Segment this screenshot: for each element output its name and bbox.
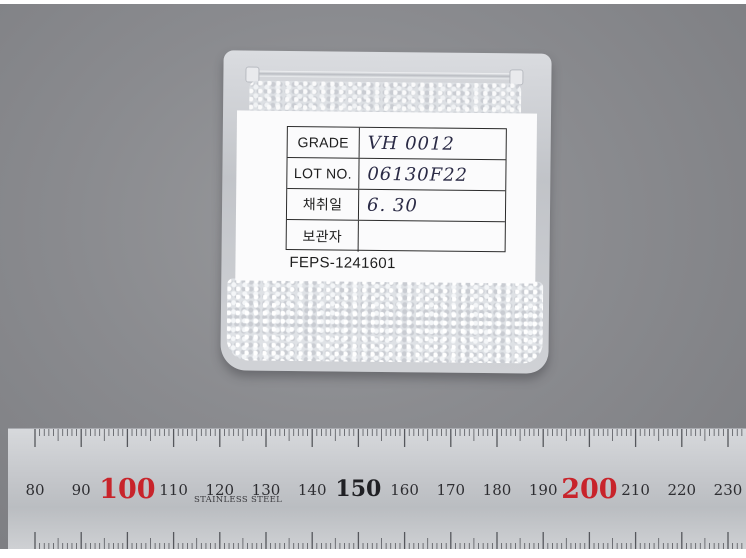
ruler-number: 90 xyxy=(72,481,91,499)
label-value: 6. 30 xyxy=(366,194,418,216)
label-value xyxy=(359,221,505,254)
label-value: 06130F22 xyxy=(367,163,469,186)
bottom-frame xyxy=(0,549,746,558)
label-value: VH 0012 xyxy=(367,132,456,155)
pellets-bottom xyxy=(226,278,544,364)
label-key: 채취일 xyxy=(286,188,360,220)
ruler-number: 140 xyxy=(298,481,327,499)
ruler-number: 110 xyxy=(159,481,188,499)
ruler-number: 220 xyxy=(667,481,696,499)
ruler-number: 150 xyxy=(335,476,381,502)
ruler-number: 210 xyxy=(621,481,650,499)
ziplock-bag: GRADE VH 0012 LOT NO. 06130F22 채취일 6. 30… xyxy=(220,50,552,374)
ruler-number: 170 xyxy=(436,481,465,499)
ruler-number: 80 xyxy=(25,481,44,499)
label-row-date: 채취일 6. 30 xyxy=(286,188,506,223)
label-row-keeper: 보관자 xyxy=(286,219,505,254)
label-row-lot: LOT NO. 06130F22 xyxy=(287,157,506,192)
label-key: 보관자 xyxy=(286,219,359,252)
sample-code: FEPS-1241601 xyxy=(289,253,396,273)
ruler-number: 160 xyxy=(390,481,419,499)
label-table: GRADE VH 0012 LOT NO. 06130F22 채취일 6. 30… xyxy=(285,125,507,254)
ruler-number: 230 xyxy=(714,481,743,499)
ruler-number: 190 xyxy=(529,481,558,499)
zip-seal xyxy=(245,66,524,86)
top-frame xyxy=(0,0,746,4)
ruler-brand: STAINLESS STEEL xyxy=(194,495,283,505)
ruler-number: 200 xyxy=(561,474,617,505)
label-key: GRADE xyxy=(287,126,360,158)
label-key: LOT NO. xyxy=(287,157,360,189)
ruler-number: 130 xyxy=(252,481,281,499)
label-row-grade: GRADE VH 0012 xyxy=(287,126,506,161)
ruler-number: 100 xyxy=(99,474,155,505)
ruler-number: 180 xyxy=(483,481,512,499)
sample-label: GRADE VH 0012 LOT NO. 06130F22 채취일 6. 30… xyxy=(235,110,538,284)
ruler-number: 120 xyxy=(205,481,234,499)
